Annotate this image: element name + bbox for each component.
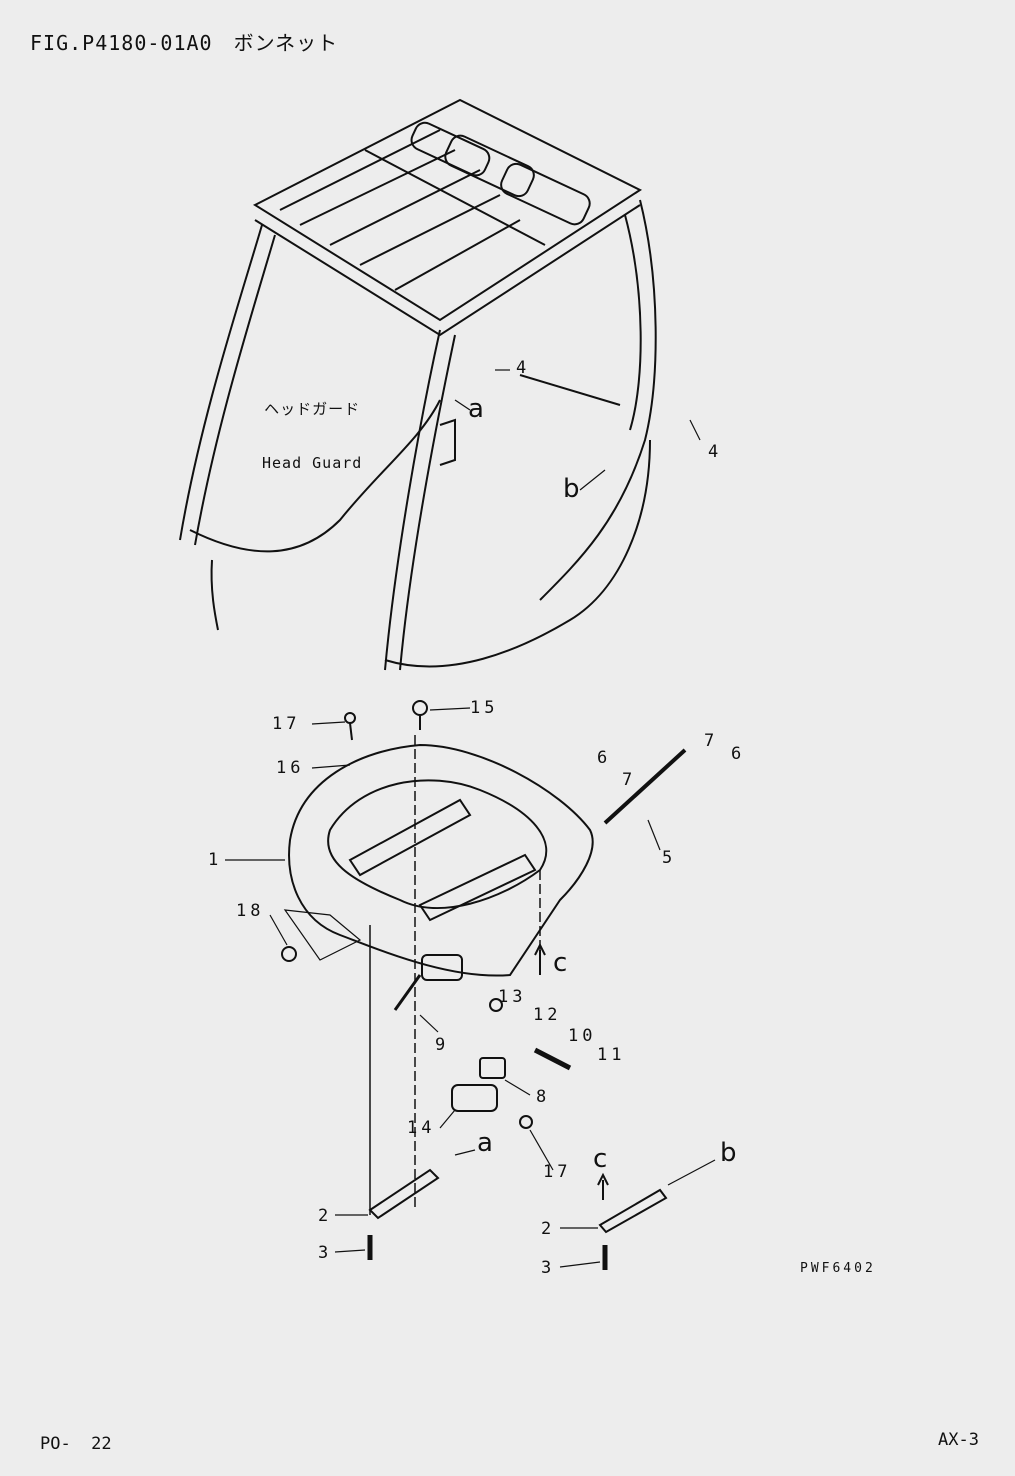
callout-6: 6 <box>731 744 746 764</box>
leader-lines <box>225 369 716 1268</box>
bonnet-drawing <box>281 700 687 1270</box>
drawing-code: PWF6402 <box>800 1261 876 1276</box>
callout-3: 3 <box>318 1243 333 1263</box>
page-number-right: AX-3 <box>938 1430 979 1450</box>
callout-4: 4 <box>708 442 723 462</box>
callout-10: 10 <box>568 1026 597 1046</box>
figure-title: FIG.P4180-01A0 ボンネット <box>30 31 339 55</box>
callout-15: 15 <box>470 698 499 718</box>
head-guard-label: ヘッドガード Head Guard <box>262 364 362 490</box>
callout-3: 3 <box>541 1258 556 1278</box>
callout-6: 6 <box>597 748 612 768</box>
callout-9: 9 <box>435 1035 450 1055</box>
callout-17: 17 <box>543 1162 572 1182</box>
callout-7: 7 <box>704 731 719 751</box>
callout-b: b <box>720 1138 737 1168</box>
callout-16: 16 <box>276 758 305 778</box>
callout-b: b <box>563 474 580 504</box>
callout-17: 17 <box>272 714 301 734</box>
callout-7: 7 <box>622 770 637 790</box>
page-number-left: PO- 22 <box>40 1434 112 1454</box>
head-guard-drawing <box>179 98 657 671</box>
callout-2: 2 <box>318 1206 333 1226</box>
callout-2: 2 <box>541 1219 556 1239</box>
callout-a: a <box>468 394 484 424</box>
callout-18: 18 <box>236 901 265 921</box>
callout-11: 11 <box>597 1045 626 1065</box>
callout-1: 1 <box>208 850 223 870</box>
callout-14: 14 <box>407 1118 436 1138</box>
callout-c: c <box>593 1144 608 1174</box>
callout-5: 5 <box>662 848 677 868</box>
callout-a: a <box>477 1128 493 1158</box>
callout-8: 8 <box>536 1087 551 1107</box>
callout-4: 4 <box>516 358 531 378</box>
callout-12: 12 <box>533 1005 562 1025</box>
head-guard-label-ja: ヘッドガード <box>264 400 361 418</box>
callout-c: c <box>553 948 568 978</box>
callout-13: 13 <box>498 987 527 1007</box>
head-guard-label-en: Head Guard <box>262 454 363 472</box>
